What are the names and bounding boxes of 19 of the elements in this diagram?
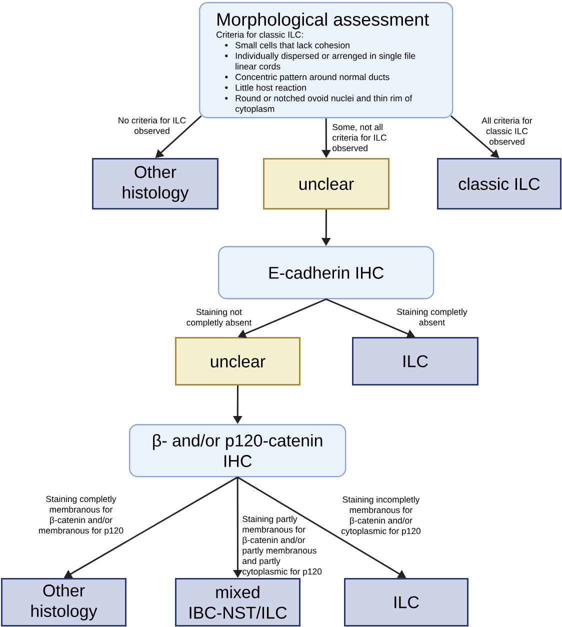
intermediate-box: unclear [175,337,300,386]
result-box: mixed IBC-NST/ILC [175,578,300,626]
edge-label: Staining partly membranous for β-catenin and/or partly membranous and partly cytoplasmic for p120 [242,516,322,576]
edge-label: Staining completly absent [397,308,468,326]
edge-label: Staining incompletly membranous for β-catenin and/or cytoplasmic for p120 [341,496,421,536]
intermediate-box: unclear [263,158,390,210]
result-box: Other histology [92,158,218,210]
result-box: Other histology [1,578,126,626]
edge-label: All criteria for classic ILC observed [482,117,532,145]
result-box: ILC [344,578,468,626]
edge-label: Staining completly membranous for β-catenin and/or membranous for p120 [39,496,124,536]
edge-label: Some, not all criteria for ILC observed [332,124,386,152]
process-box: E-cadherin IHC [218,246,434,300]
edge-label: No criteria for ILC observed [118,117,186,134]
process-box: Morphological assessment Criteria for classic ILC: Small cells that lack cohesion Individually dispersed or arrenged in single file linear cords Concentric pattern around normal ducts Little host reaction Round or notched ovoid nuclei and thin rim of cytoplasm [199,2,454,118]
edge-label: Staining not completly absent [186,308,252,328]
result-box: classic ILC [437,158,562,210]
process-box: β- and/or p120-catenin IHC [129,424,346,478]
result-box: ILC [352,337,478,386]
